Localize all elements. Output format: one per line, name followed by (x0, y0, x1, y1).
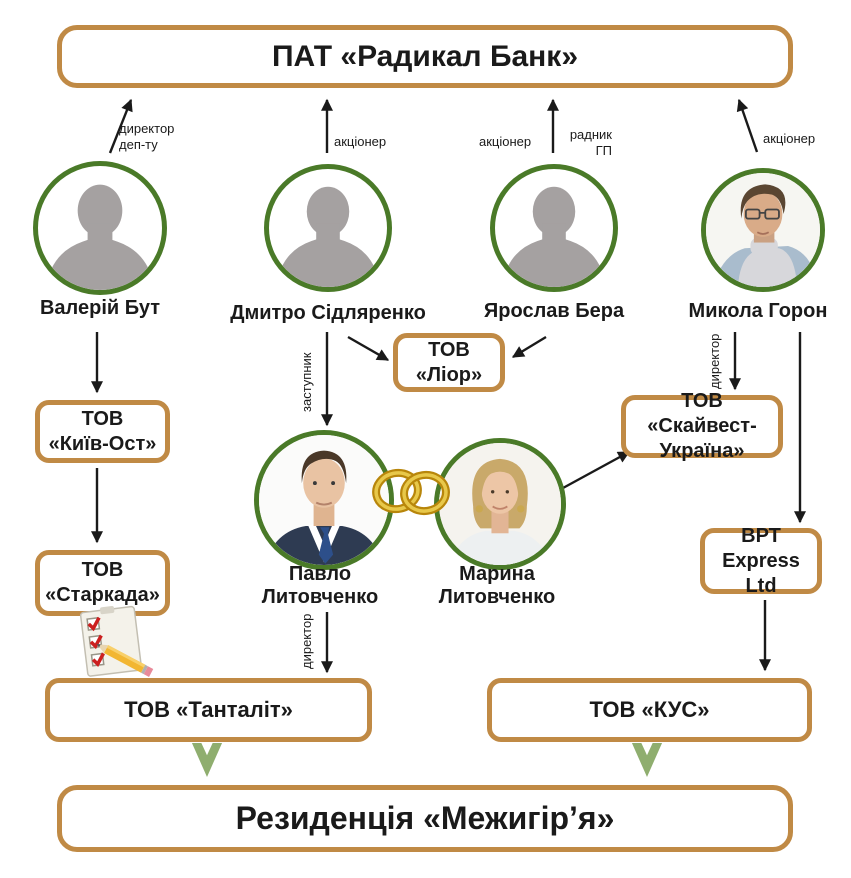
arrow-sidliarenko-to-lior (347, 335, 390, 362)
edge-label-aktsioner-sidliarenko: акціонер (334, 134, 387, 149)
avatar-maryna-lytovchenko (434, 438, 566, 570)
down-chevron-icon (631, 743, 663, 782)
avatar-yaroslav-bera (490, 164, 618, 292)
avatar-dmytro-sidliarenko (264, 164, 392, 292)
person-name-dmytro-sidliarenko: Дмитро Сідляренко (230, 302, 426, 324)
edge-label-director-horon: директор (707, 333, 722, 389)
person-name-maryna-lytovchenko: Марина Литовченко (438, 563, 556, 608)
portrait-mykola-horon-icon (706, 173, 820, 287)
company-box-skyvest: ТОВ «Скайвест- Україна» (621, 390, 783, 462)
residence-label: Резиденція «Межигір’я» (235, 800, 615, 836)
person-silhouette-icon (502, 186, 606, 287)
edge-label-aktsioner-horon: акціонер (763, 131, 816, 146)
bank-label: ПАТ «Радикал Банк» (271, 39, 579, 73)
bank-banner: ПАТ «Радикал Банк» (57, 25, 793, 88)
person-name-pavlo-lytovchenko: Павло Литовченко (261, 563, 379, 608)
portrait-maryna-lytovchenko-icon (439, 443, 561, 565)
checklist-icon (64, 604, 164, 678)
company-box-kus: ТОВ «КУС» (487, 678, 812, 742)
person-name-valerii-but: Валерій Бут (39, 297, 161, 319)
residence-banner: Резиденція «Межигір’я» (57, 785, 793, 852)
portrait-pavlo-lytovchenko-icon (259, 435, 389, 565)
arrow-maryna-to-skyvest (562, 450, 631, 490)
avatar-mykola-horon (701, 168, 825, 292)
avatar-pavlo-lytovchenko (254, 430, 394, 570)
edge-label-radnyk-gp: радник ГП (569, 127, 612, 158)
wedding-rings-icon (366, 460, 456, 524)
company-box-tantalit: ТОВ «Танталіт» (45, 678, 372, 742)
person-silhouette-icon (276, 186, 380, 287)
person-name-mykola-horon: Микола Горон (688, 300, 828, 322)
edge-label-director-pavlo: директор (299, 613, 314, 669)
arrow-horon-to-bank (736, 98, 759, 153)
company-box-vrt-express: ВРТ Express Ltd (700, 525, 822, 597)
arrow-but-to-bank (108, 98, 133, 154)
person-name-yaroslav-bera: Ярослав Бера (483, 300, 625, 322)
edge-label-aktsioner-bera: акціонер (479, 134, 532, 149)
company-box-starkada: ТОВ «Старкада» (35, 550, 170, 616)
avatar-valerii-but (33, 161, 167, 295)
person-silhouette-icon (45, 184, 155, 290)
company-box-lior: ТОВ «Ліор» (393, 333, 505, 392)
arrow-bera-to-lior (511, 335, 547, 359)
company-box-kyiv-ost: ТОВ «Київ-Ост» (35, 400, 170, 463)
edge-label-director-deptu: директор деп-ту (119, 121, 175, 152)
edge-label-zastupnyk: заступник (299, 352, 314, 413)
down-chevron-icon (191, 743, 223, 782)
